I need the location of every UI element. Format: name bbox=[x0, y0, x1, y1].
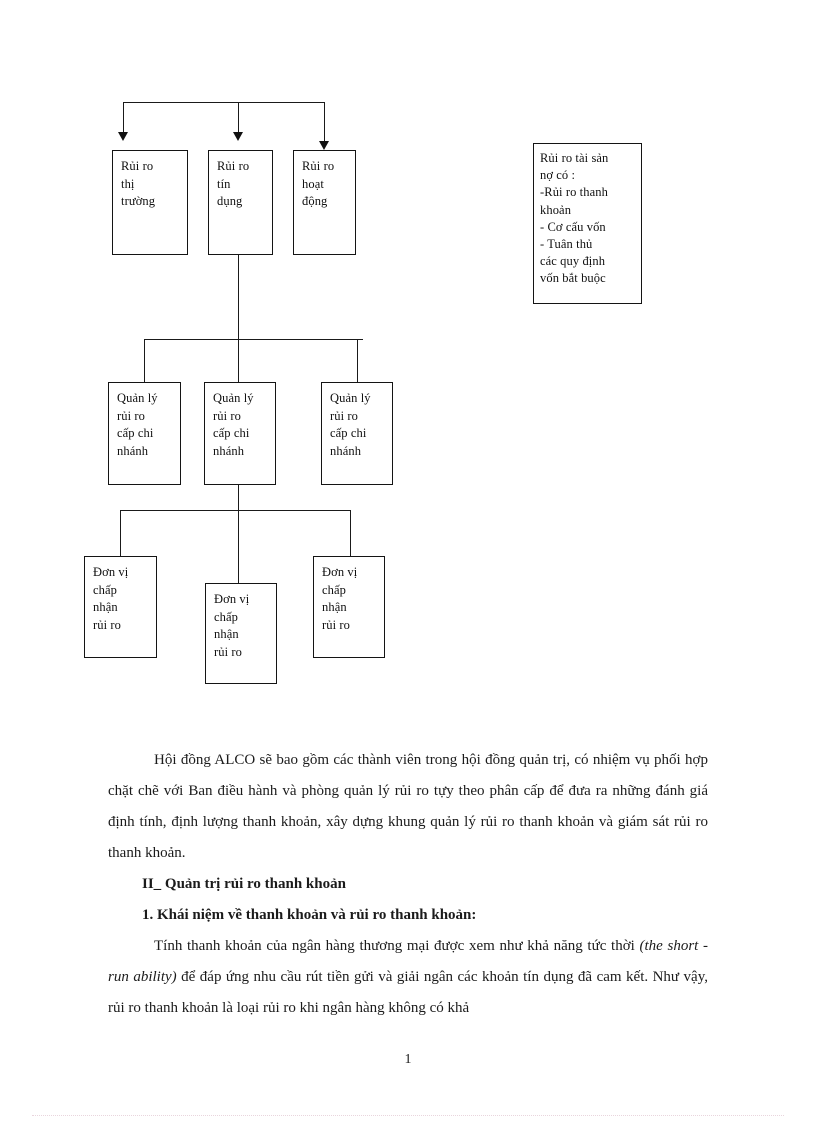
connector-level2-drop-center bbox=[238, 339, 239, 382]
node-risk-taking-unit-2: Đơn vị chấp nhận rủi ro bbox=[205, 583, 277, 684]
arrow-head-right-icon bbox=[319, 141, 329, 150]
connector-level2-drop-right bbox=[357, 339, 358, 382]
body-text: Hội đồng ALCO sẽ bao gồm các thành viên … bbox=[108, 745, 708, 1024]
footer-divider bbox=[32, 1115, 784, 1116]
node-risk-taking-unit-1: Đơn vị chấp nhận rủi ro bbox=[84, 556, 157, 658]
connector-top-drop-left bbox=[123, 102, 124, 134]
paragraph-liquidity-part-a: Tính thanh khoản của ngân hàng thương mạ… bbox=[154, 938, 640, 954]
node-risk-credit: Rủi ro tín dụng bbox=[208, 150, 273, 255]
connector-top-drop-right bbox=[324, 102, 325, 144]
node-branch-risk-mgmt-1: Quản lý rủi ro cấp chi nhánh bbox=[108, 382, 181, 485]
paragraph-liquidity-emphasis: (the short - run ability) bbox=[108, 938, 708, 985]
paragraph-liquidity: Tính thanh khoản của ngân hàng thương mạ… bbox=[108, 931, 708, 1024]
arrow-head-center-icon bbox=[233, 132, 243, 141]
connector-level3-bus bbox=[120, 510, 350, 511]
connector-spine-upper bbox=[238, 255, 239, 339]
node-risk-market: Rủi ro thị trường bbox=[112, 150, 188, 255]
connector-level3-drop-left bbox=[120, 510, 121, 556]
connector-top-drop-center bbox=[238, 102, 239, 134]
heading-subsection-1: 1. Khái niệm về thanh khoản và rủi ro th… bbox=[142, 907, 477, 923]
node-branch-risk-mgmt-2: Quản lý rủi ro cấp chi nhánh bbox=[204, 382, 276, 485]
node-branch-risk-mgmt-3: Quản lý rủi ro cấp chi nhánh bbox=[321, 382, 393, 485]
connector-level2-bus bbox=[144, 339, 363, 340]
paragraph-alco: Hội đồng ALCO sẽ bao gồm các thành viên … bbox=[108, 752, 708, 861]
connector-level2-drop-left bbox=[144, 339, 145, 382]
node-risk-operational: Rủi ro hoạt động bbox=[293, 150, 356, 255]
connector-top-bus bbox=[123, 102, 324, 103]
node-risk-taking-unit-3: Đơn vị chấp nhận rủi ro bbox=[313, 556, 385, 658]
risk-management-org-chart: Rủi ro thị trường Rủi ro tín dụng Rủi ro… bbox=[84, 102, 642, 684]
connector-level3-drop-right bbox=[350, 510, 351, 556]
page-number: 1 bbox=[404, 1052, 412, 1067]
arrow-head-left-icon bbox=[118, 132, 128, 141]
connector-spine-lower bbox=[238, 485, 239, 510]
paragraph-liquidity-part-b: để đáp ứng nhu cầu rút tiền gửi và giải … bbox=[108, 969, 708, 1016]
node-asset-liability-risk: Rủi ro tài sản nợ có : -Rủi ro thanh kho… bbox=[533, 143, 642, 304]
connector-level3-drop-center bbox=[238, 510, 239, 583]
heading-section-ii: II_ Quản trị rủi ro thanh khoản bbox=[142, 876, 346, 892]
